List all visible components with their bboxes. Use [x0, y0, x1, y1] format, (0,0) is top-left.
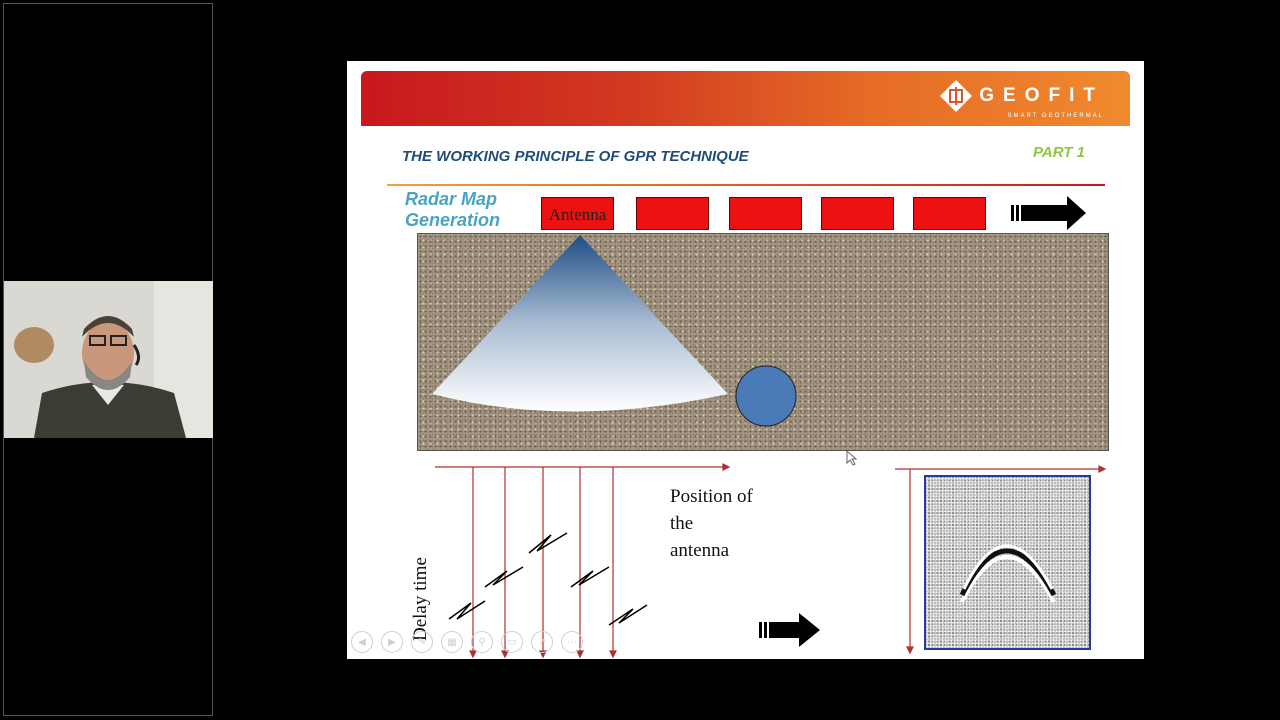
slide-title: THE WORKING PRINCIPLE OF GPR TECHNIQUE	[402, 148, 749, 165]
antenna-position-5	[913, 197, 986, 230]
position-arrow-icon	[759, 613, 820, 647]
geofit-diamond-icon	[940, 80, 973, 112]
reflection-wave-3	[528, 532, 568, 554]
heading-line-2: Generation	[405, 210, 501, 230]
antenna-position-3	[729, 197, 802, 230]
position-line-3: antenna	[670, 540, 730, 561]
section-heading: Radar Map Generation	[405, 189, 500, 231]
title-divider	[387, 184, 1105, 186]
position-line-2: the	[670, 513, 694, 534]
part-label: PART 1	[1033, 144, 1085, 161]
more-icon[interactable]: ⋯	[561, 631, 583, 653]
heading-line-1: Radar Map	[405, 189, 498, 209]
hyperbola-reflection	[959, 544, 1057, 603]
brand-name: GEOFIT	[979, 85, 1104, 106]
ground-section	[417, 233, 1109, 451]
antenna-label: Antenna	[548, 205, 607, 224]
geofit-logo: GEOFIT SMART GEOTHERMAL	[939, 79, 1104, 119]
presentation-controls: ◀ ▶ ✎ ▦ ⚲ ▭ ↗ ⋯	[351, 631, 583, 653]
presenter-video[interactable]	[4, 281, 213, 438]
direction-arrow-icon	[1011, 196, 1086, 230]
buried-target	[735, 365, 797, 427]
position-of-antenna-label: Position of the antenna	[670, 483, 753, 564]
antenna-position-1: Antenna	[541, 197, 614, 230]
previous-icon[interactable]: ◀	[351, 631, 373, 653]
antenna-position-4	[821, 197, 894, 230]
presenter-figure	[4, 281, 213, 438]
pen-icon[interactable]: ✎	[411, 631, 433, 653]
measurement-diagram	[435, 463, 1107, 659]
delay-time-label: Delay time	[410, 557, 431, 641]
position-line-1: Position of	[670, 486, 753, 507]
subtitles-icon[interactable]: ▭	[501, 631, 523, 653]
pointer-icon[interactable]: ↗	[531, 631, 553, 653]
radargram-image	[924, 475, 1091, 650]
reflection-wave-2	[484, 566, 524, 588]
radar-beam-cone	[432, 235, 728, 412]
reflection-wave-5	[608, 604, 648, 626]
radar-beam-diagram	[432, 235, 797, 427]
reflection-wave-4	[570, 566, 610, 588]
next-icon[interactable]: ▶	[381, 631, 403, 653]
header-banner: GEOFIT SMART GEOTHERMAL	[361, 71, 1130, 126]
zoom-icon[interactable]: ⚲	[471, 631, 493, 653]
antenna-position-2	[636, 197, 709, 230]
reflection-wave-1	[448, 600, 486, 620]
presentation-slide: GEOFIT SMART GEOTHERMAL THE WORKING PRIN…	[347, 61, 1144, 659]
slides-icon[interactable]: ▦	[441, 631, 463, 653]
mouse-cursor-icon	[846, 450, 858, 466]
brand-tagline: SMART GEOTHERMAL	[1007, 113, 1104, 119]
